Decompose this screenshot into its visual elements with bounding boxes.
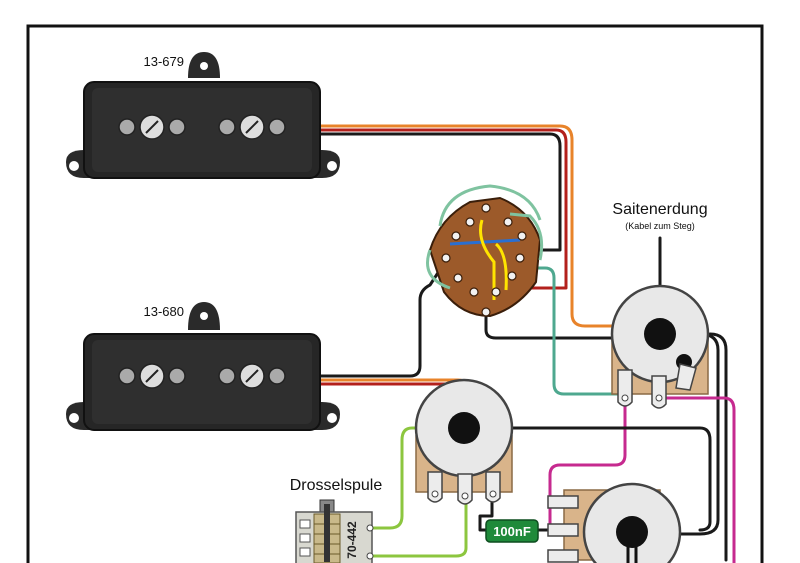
pickup-13-680: 13-680	[66, 302, 340, 431]
potentiometer-bottom-right	[547, 482, 682, 563]
wire-red-pickup1	[316, 128, 568, 290]
string-ground-subtitle: (Kabel zum Steg)	[625, 221, 695, 231]
wire-black-switch-pot	[484, 310, 662, 340]
wire-black-pot1-pot3	[498, 426, 712, 532]
wire-black-pickup2-switch	[316, 260, 447, 378]
capacitor-100nf: 100nF	[485, 519, 539, 543]
wire-magenta-left	[546, 396, 627, 532]
diagram-frame	[26, 24, 764, 563]
potentiometer-middle	[414, 378, 514, 505]
choke-coil: Drosselspule 70-442	[290, 477, 383, 563]
wire-black-cap	[478, 492, 494, 532]
pickup-13-679: 13-679	[66, 52, 340, 179]
choke-title: Drosselspule	[290, 477, 383, 494]
rotary-switch	[426, 184, 544, 318]
wire-black-ground-right	[638, 332, 720, 536]
wire-magenta-right	[658, 396, 736, 563]
wire-black-pickup1	[316, 132, 562, 252]
pickup1-part-number: 13-679	[144, 54, 184, 69]
choke-part-number: 70-442	[345, 521, 359, 559]
wire-orange-pickup1	[316, 124, 622, 328]
wire-black-ground-right2	[708, 332, 728, 562]
wire-teal	[518, 266, 627, 396]
pickup2-part-number: 13-680	[144, 304, 184, 319]
wire-green-choke-bottom	[370, 492, 468, 558]
string-ground-title: Saitenerdung	[612, 201, 707, 218]
potentiometer-top-right	[610, 284, 710, 409]
capacitor-value: 100nF	[493, 524, 531, 539]
string-ground-label: Saitenerdung (Kabel zum Steg)	[612, 201, 707, 231]
wire-green-choke-top	[368, 426, 432, 530]
